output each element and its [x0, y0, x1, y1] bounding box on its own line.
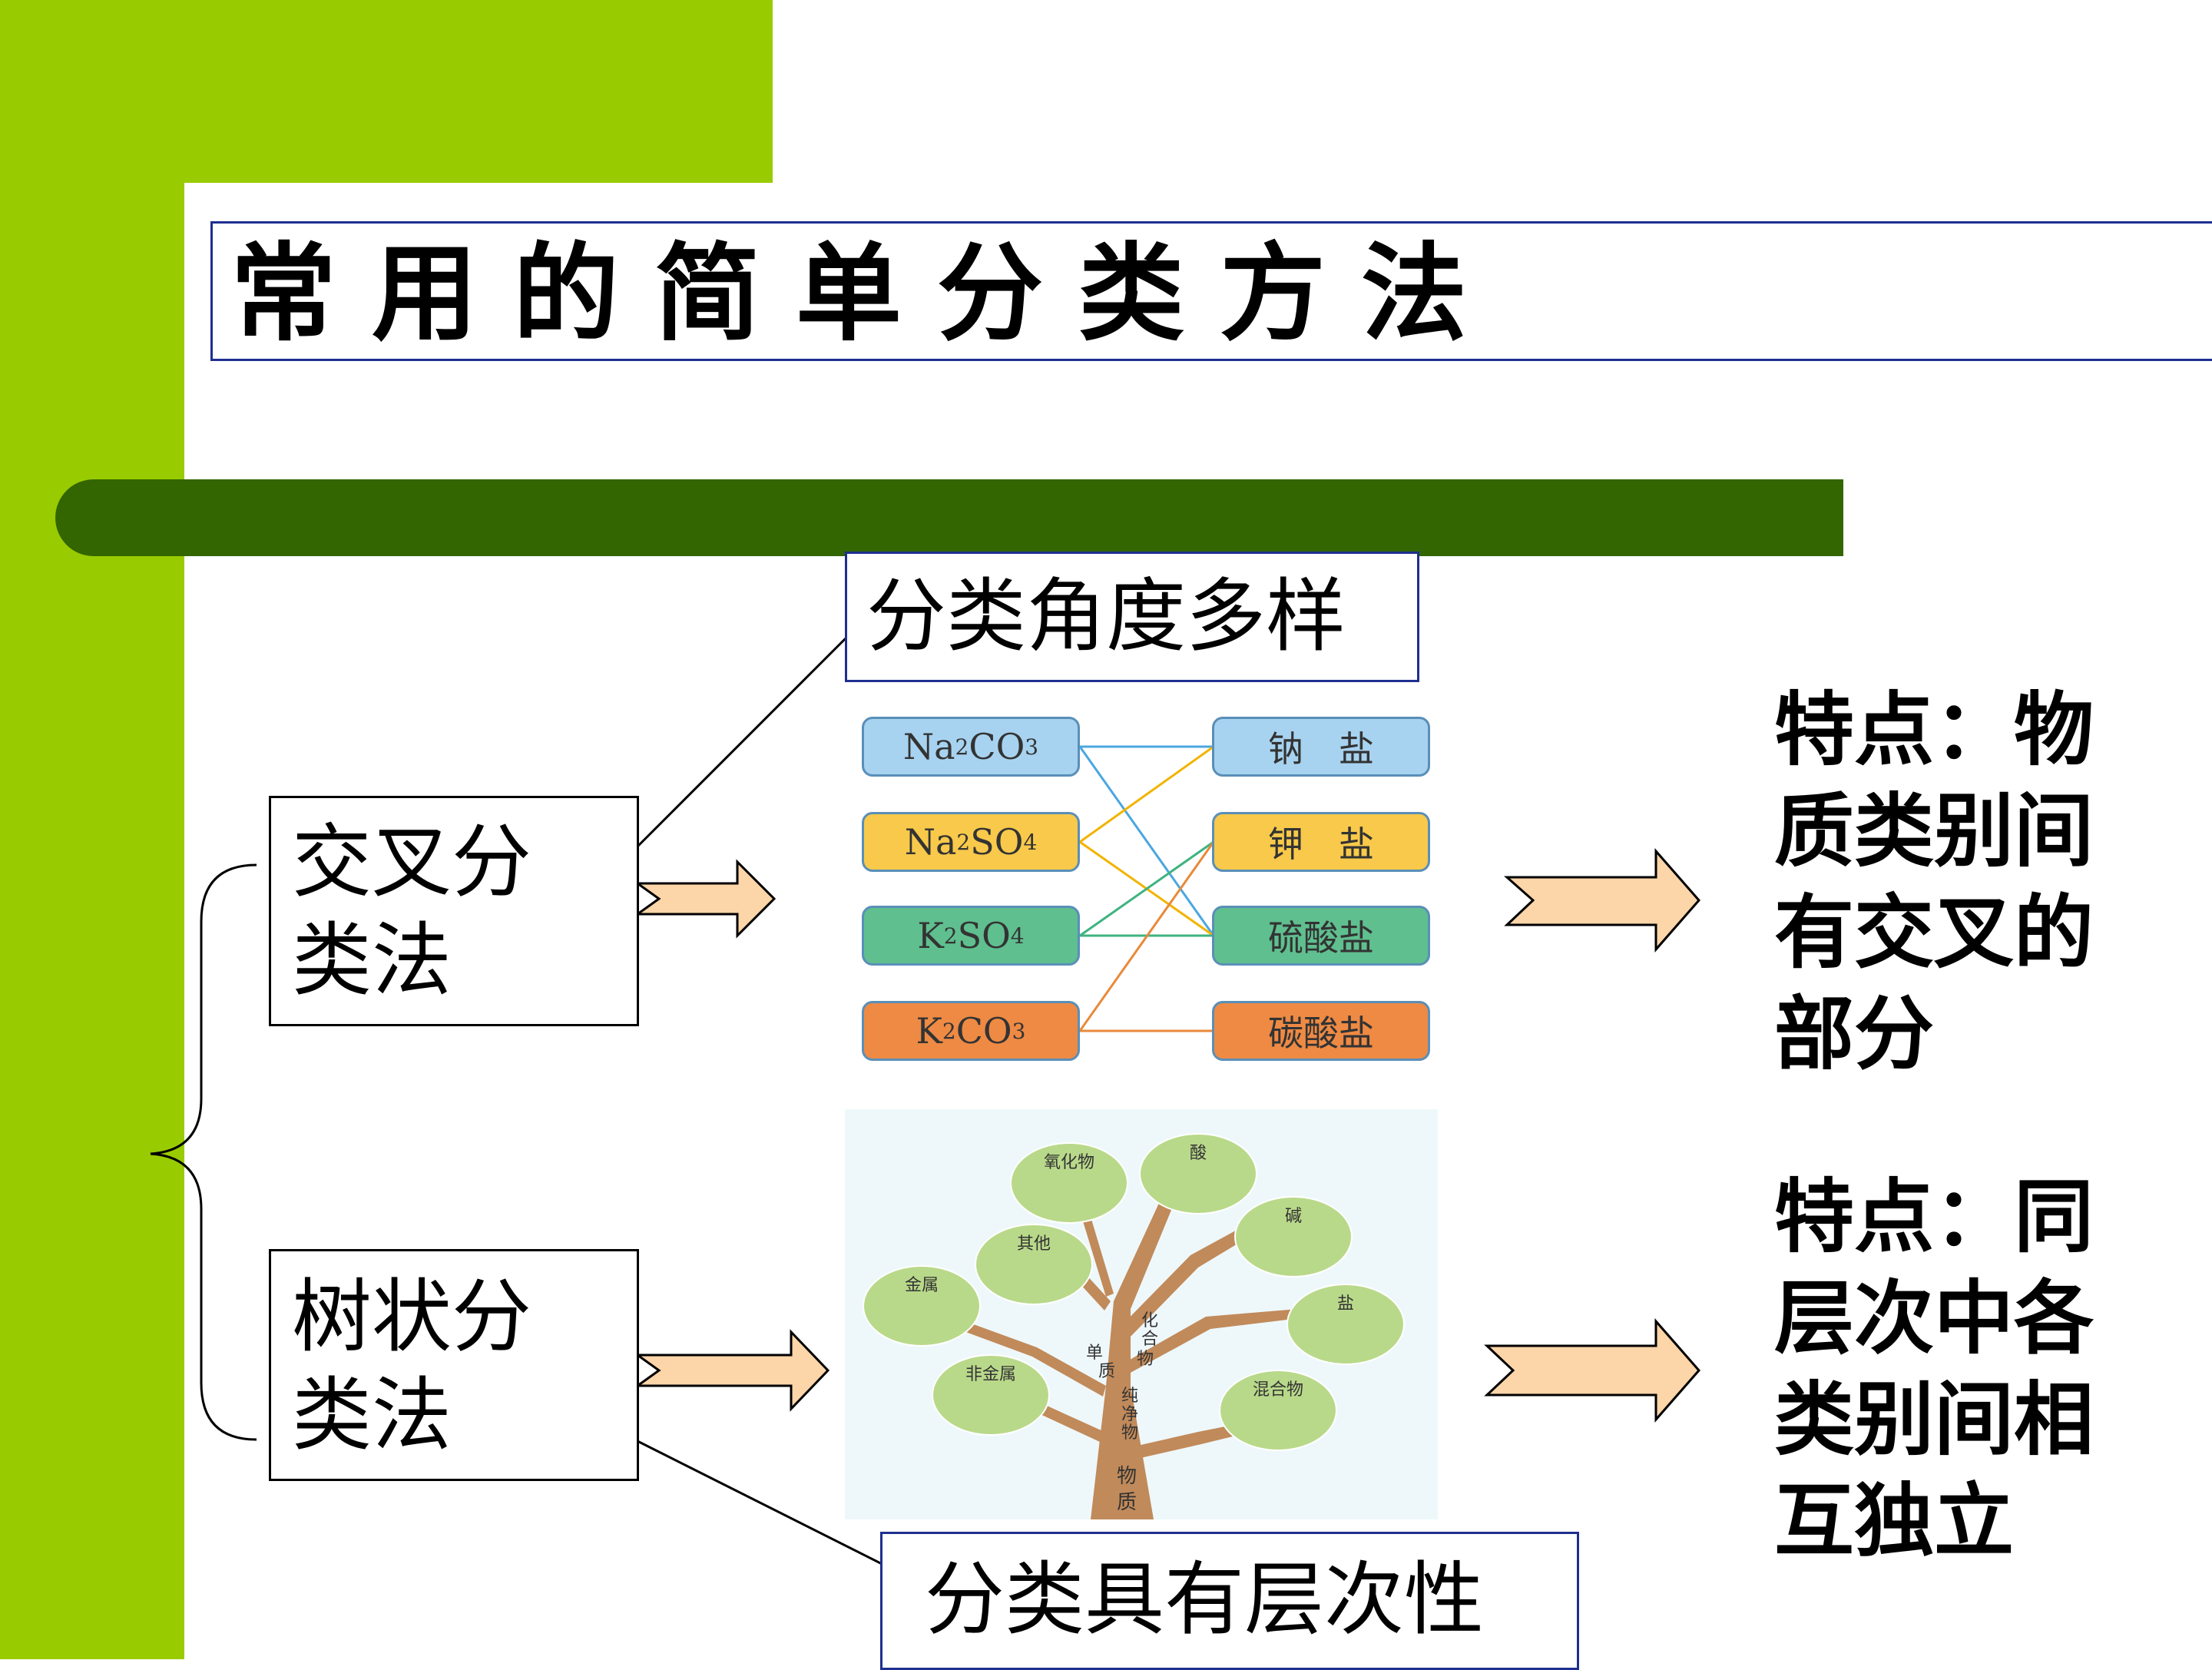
trunk-label: 质: [1098, 1362, 1115, 1381]
trunk-label: 物: [1121, 1423, 1138, 1443]
tree-leaf-label: 盐: [1337, 1294, 1354, 1314]
arrow-right-icon: [1484, 1318, 1700, 1423]
title-box: [210, 221, 2212, 361]
brace-icon: [150, 863, 257, 1441]
tree-leaf-label: 其他: [1017, 1234, 1051, 1254]
tree-leaf-label: 碱: [1285, 1207, 1302, 1226]
trunk-label: 物: [1137, 1350, 1154, 1369]
arrow-right-icon: [634, 1329, 830, 1412]
tree-method-box: [269, 1249, 639, 1481]
category-pill: 钾 盐: [1212, 812, 1430, 872]
trunk-label: 单: [1086, 1344, 1103, 1363]
root-label: 质: [1117, 1491, 1137, 1514]
trunk-label: 纯: [1121, 1387, 1138, 1406]
tree-leaf-label: 非金属: [965, 1365, 1016, 1384]
cross-feature-text: 特点：物质类别间 有交叉的部分: [1774, 683, 2094, 1081]
tree-leaf: [932, 1354, 1050, 1436]
tree-method-label: 树状分类法: [292, 1270, 532, 1462]
top-label-connector: [636, 635, 849, 848]
arrow-right-icon: [634, 859, 777, 939]
hierarchy-label: 分类具有层次性: [925, 1552, 1485, 1646]
tree-diagram: 氧化物 酸 其他 碱 金属 盐 非金属 混合物 单 质 化 合 物 纯 净 物 …: [845, 1109, 1438, 1519]
cross-method-box: [269, 796, 639, 1026]
trunk-label: 净: [1121, 1405, 1138, 1424]
divider-bar: [55, 479, 1843, 556]
tree-illustration: 氧化物 酸 其他 碱 金属 盐 非金属 混合物 单 质 化 合 物 纯 净 物 …: [863, 1133, 1405, 1519]
tree-leaf-label: 酸: [1190, 1144, 1207, 1163]
tree-leaf-label: 混合物: [1253, 1380, 1303, 1400]
cross-lines: [1078, 745, 1215, 1032]
slide-title: 常用的简单分类方法: [230, 230, 1503, 356]
trunk-label: 合: [1141, 1330, 1158, 1349]
tree-leaf: [1286, 1284, 1405, 1365]
top-green-band: [0, 0, 773, 183]
category-pill: 碳酸盐: [1212, 1001, 1430, 1061]
tree-feature-text: 特点：同层次中各 类别间相互独立: [1774, 1170, 2094, 1568]
trunk-label: 化: [1141, 1311, 1158, 1330]
category-pill: 硫酸盐: [1212, 906, 1430, 966]
hierarchy-label-box: [880, 1532, 1579, 1670]
tree-leaf: [1234, 1196, 1353, 1277]
left-green-band: [0, 0, 184, 1659]
cross-method-label: 交叉分类法: [292, 815, 532, 1007]
tree-leaf-label: 氧化物: [1044, 1153, 1094, 1172]
tree-leaf: [1010, 1142, 1128, 1224]
tree-leaf: [1219, 1370, 1337, 1451]
tree-leaf: [863, 1265, 981, 1347]
diversity-label: 分类角度多样: [866, 569, 1346, 663]
tree-leaf: [1139, 1133, 1257, 1214]
arrow-right-icon: [1504, 848, 1700, 953]
diversity-label-box: [845, 552, 1419, 682]
category-pill: 钠 盐: [1212, 717, 1430, 777]
tree-leaf-label: 金属: [905, 1276, 939, 1295]
tree-leaf: [975, 1224, 1093, 1305]
root-label: 物: [1117, 1465, 1137, 1488]
